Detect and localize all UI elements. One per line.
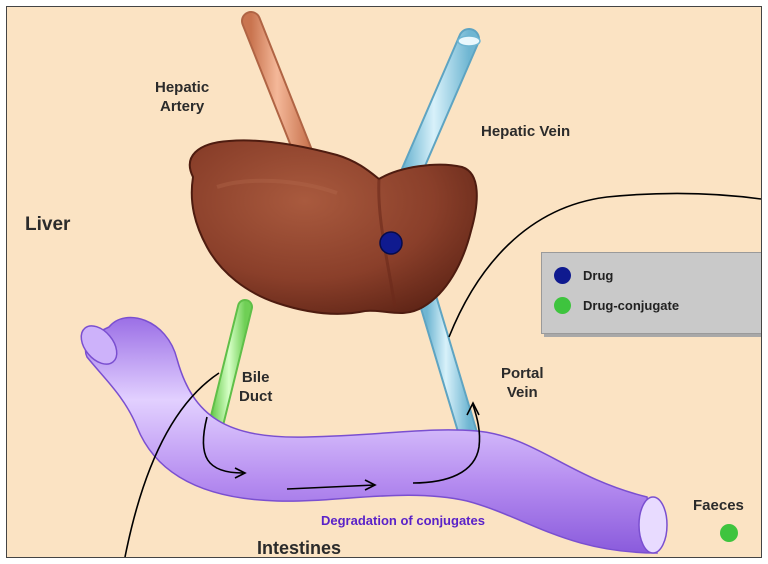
degradation-label: Degradation of conjugates xyxy=(321,513,485,529)
drug-legend-marker xyxy=(554,267,571,284)
faeces-conjugate-dot xyxy=(720,524,738,542)
legend-drug-label: Drug xyxy=(583,268,613,283)
portal-vein-label: PortalVein xyxy=(501,365,544,403)
drug-conjugate-legend-marker xyxy=(554,297,571,314)
legend-item-drug-conjugate: Drug-conjugate xyxy=(554,297,679,314)
bile-duct-label: BileDuct xyxy=(239,369,272,407)
portal-vein-vessel xyxy=(427,297,469,437)
faeces-label: Faeces xyxy=(693,497,744,516)
legend-box: Drug Drug-conjugate xyxy=(541,252,762,334)
legend-drug-conjugate-label: Drug-conjugate xyxy=(583,298,679,313)
liver-label: Liver xyxy=(25,213,70,237)
hepatic-vein-label: Hepatic Vein xyxy=(481,123,570,142)
diagram-frame: HepaticArtery Hepatic Vein Liver BileDuc… xyxy=(6,6,762,558)
legend-item-drug: Drug xyxy=(554,267,613,284)
liver-organ xyxy=(190,140,477,313)
hepatic-artery-label: HepaticArtery xyxy=(155,79,209,117)
drug-dot xyxy=(380,232,402,254)
intestines-label: Intestines xyxy=(257,537,341,558)
